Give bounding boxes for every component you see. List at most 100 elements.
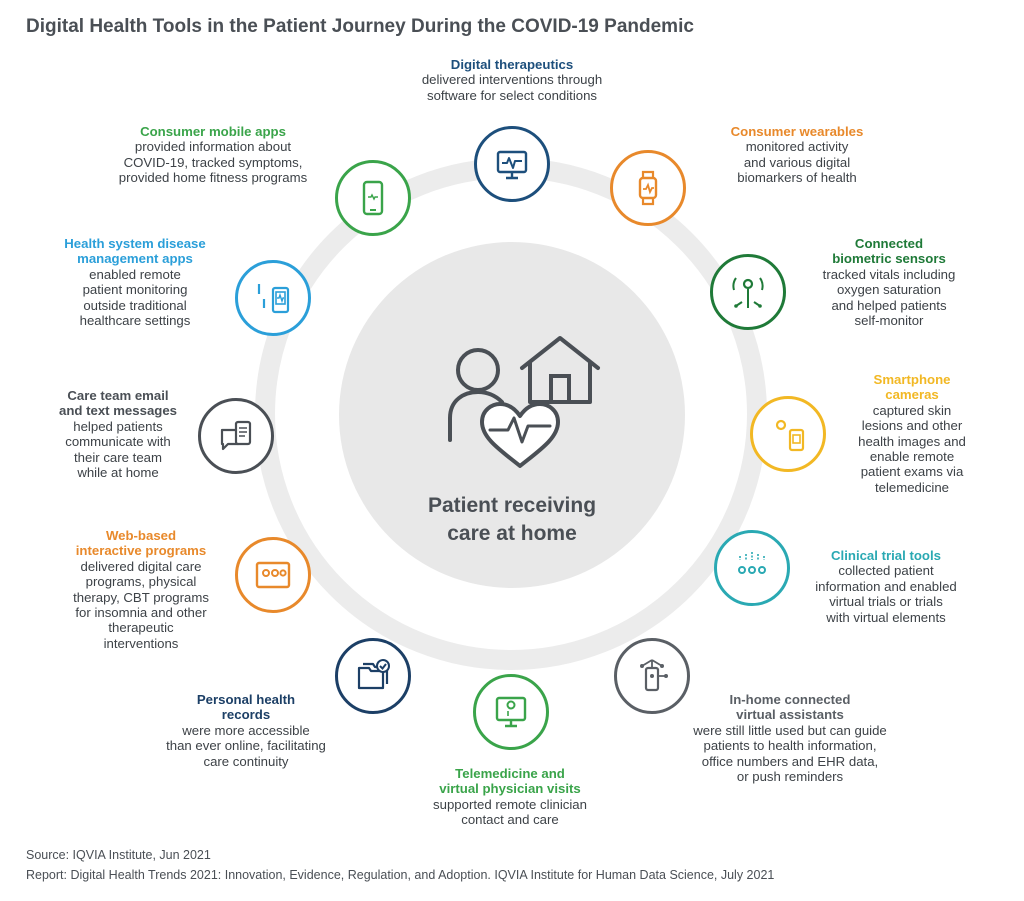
doctor-screen-icon: [495, 696, 527, 728]
body-line-consumer-mobile-apps: COVID-19, tracked symptoms,: [123, 154, 303, 170]
node-smartphone-cameras: [750, 396, 826, 472]
body-line-disease-management-apps: healthcare settings: [79, 313, 191, 329]
body-line-connected-biometric-sensors: oxygen saturation: [836, 282, 942, 298]
heading-personal-health-records: records: [221, 707, 271, 723]
phone-heart-icon: [362, 180, 384, 216]
heading-in-home-assistants: In-home connected: [729, 692, 851, 707]
body-line-consumer-wearables: and various digital: [743, 154, 851, 170]
body-line-smartphone-cameras: patient exams via: [860, 464, 964, 480]
heading-telemedicine: virtual physician visits: [439, 781, 581, 797]
body-line-consumer-wearables: biomarkers of health: [737, 170, 857, 186]
body-line-smartphone-cameras: lesions and other: [861, 418, 963, 434]
body-line-telemedicine: supported remote clinician: [433, 796, 587, 812]
footer-report: Report: Digital Health Trends 2021: Inno…: [26, 868, 775, 882]
body-line-web-based-programs: delivered digital care: [80, 558, 202, 574]
folders-check-icon: [357, 659, 390, 690]
body-line-smartphone-cameras: health images and: [858, 433, 966, 449]
body-line-smartphone-cameras: captured skin: [872, 402, 952, 418]
node-in-home-assistants: [614, 638, 690, 714]
body-line-in-home-assistants: or push reminders: [736, 769, 844, 785]
smart-speaker-icon: [640, 659, 668, 692]
body-line-disease-management-apps: outside traditional: [83, 297, 187, 313]
heading-consumer-mobile-apps: Consumer mobile apps: [140, 124, 286, 139]
body-line-web-based-programs: interventions: [103, 635, 179, 651]
heading-connected-biometric-sensors: biometric sensors: [832, 251, 946, 267]
heading-digital-therapeutics: Digital therapeutics: [450, 57, 574, 72]
chat-tablet-icon: [220, 420, 252, 451]
node-digital-therapeutics: [474, 126, 550, 202]
monitor-ekg-icon: [496, 150, 528, 180]
body-line-care-team-messages: helped patients: [73, 418, 163, 434]
camera-person-icon: [775, 419, 805, 452]
node-consumer-mobile-apps: [335, 160, 411, 236]
stethoscope-tablet-icon: [257, 284, 290, 314]
heading-web-based-programs: interactive programs: [75, 543, 207, 559]
body-line-in-home-assistants: office numbers and EHR data,: [701, 753, 879, 769]
node-disease-management-apps: [235, 260, 311, 336]
center-line-1: Patient receiving: [427, 494, 597, 517]
heading-smartphone-cameras: Smartphone: [873, 372, 951, 387]
node-consumer-wearables: [610, 150, 686, 226]
body-line-connected-biometric-sensors: self-monitor: [854, 313, 924, 329]
body-line-personal-health-records: were more accessible: [182, 722, 310, 738]
patient-home-icon: [448, 336, 600, 468]
node-web-based-programs: [235, 537, 311, 613]
center-line-2: care at home: [447, 522, 577, 545]
body-line-web-based-programs: therapeutic: [108, 620, 174, 636]
body-line-digital-therapeutics: delivered interventions through: [421, 72, 603, 88]
heading-in-home-assistants: virtual assistants: [736, 707, 844, 723]
page-title: Digital Health Tools in the Patient Jour…: [26, 16, 694, 37]
heading-smartphone-cameras: cameras: [885, 387, 939, 403]
body-line-personal-health-records: care continuity: [203, 753, 289, 769]
heading-care-team-messages: Care team email: [67, 388, 169, 403]
body-line-clinical-trial-tools: information and enabled: [815, 578, 957, 594]
body-line-telemedicine: contact and care: [461, 812, 559, 828]
node-telemedicine: [473, 674, 549, 750]
smartwatch-icon: [638, 170, 658, 206]
heading-telemedicine: Telemedicine and: [455, 766, 565, 781]
body-line-care-team-messages: communicate with: [65, 434, 171, 450]
body-line-web-based-programs: therapy, CBT programs: [73, 589, 209, 605]
body-line-care-team-messages: their care team: [74, 449, 162, 465]
heading-clinical-trial-tools: Clinical trial tools: [831, 548, 941, 563]
heading-disease-management-apps: Health system disease: [64, 236, 206, 251]
node-connected-biometric-sensors: [710, 254, 786, 330]
body-line-disease-management-apps: enabled remote: [89, 266, 181, 282]
node-care-team-messages: [198, 398, 274, 474]
body-line-consumer-wearables: monitored activity: [745, 139, 849, 155]
body-line-consumer-mobile-apps: provided home fitness programs: [118, 170, 308, 186]
sensor-person-icon: [732, 277, 764, 308]
body-line-consumer-mobile-apps: provided information about: [134, 139, 292, 155]
body-line-web-based-programs: for insomnia and other: [75, 605, 207, 621]
heading-personal-health-records: Personal health: [196, 692, 296, 707]
body-line-clinical-trial-tools: collected patient: [838, 563, 934, 579]
body-line-smartphone-cameras: enable remote: [869, 449, 955, 465]
body-line-in-home-assistants: were still little used but can guide: [693, 722, 887, 738]
body-line-disease-management-apps: patient monitoring: [82, 282, 188, 298]
heading-connected-biometric-sensors: Connected: [854, 236, 924, 251]
body-line-smartphone-cameras: telemedicine: [874, 479, 950, 495]
heading-consumer-wearables: Consumer wearables: [730, 124, 864, 139]
body-line-connected-biometric-sensors: and helped patients: [831, 297, 947, 313]
footer-source: Source: IQVIA Institute, Jun 2021: [26, 848, 211, 862]
body-line-care-team-messages: while at home: [77, 465, 159, 481]
node-clinical-trial-tools: [714, 530, 790, 606]
heading-care-team-messages: and text messages: [58, 403, 177, 419]
body-line-clinical-trial-tools: with virtual elements: [826, 609, 946, 625]
body-line-clinical-trial-tools: virtual trials or trials: [829, 594, 943, 610]
body-line-digital-therapeutics: software for select conditions: [426, 87, 598, 103]
group-people-icon: [738, 552, 766, 574]
body-line-personal-health-records: than ever online, facilitating: [166, 738, 326, 754]
body-line-web-based-programs: programs, physical: [85, 574, 197, 590]
